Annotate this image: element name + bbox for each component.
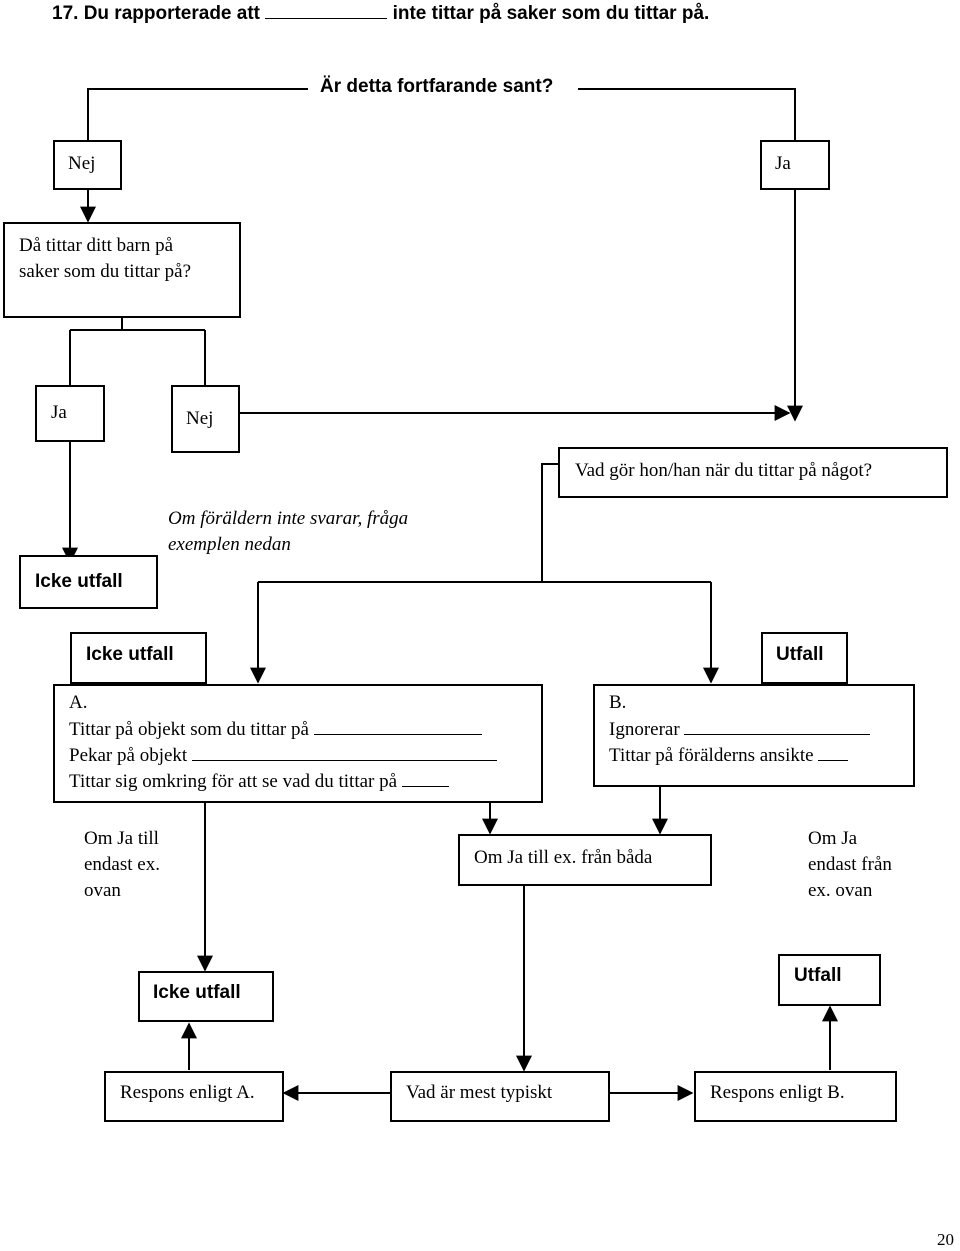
note-line1: Om föräldern inte svarar, fråga	[168, 508, 409, 529]
examples-box-b: B. Ignorerar Tittar på förälderns ansikt…	[593, 684, 915, 787]
icke-utfall-box-3: Icke utfall	[138, 971, 274, 1022]
box-b-item1-text: Ignorerar	[609, 719, 680, 740]
question-what-does-child-do: Vad gör hon/han när du tittar på något?	[575, 460, 873, 481]
nej-label-2: Nej	[186, 408, 214, 429]
box-a-item3-blank	[401, 768, 449, 787]
question-what-does-child-do-box: Vad gör hon/han när du tittar på något?	[558, 447, 948, 498]
question-header: 17. Du rapporterade att inte tittar på s…	[52, 0, 709, 27]
icke-utfall-label-2: Icke utfall	[86, 644, 174, 665]
connector-q3-left	[541, 463, 558, 582]
om-ja-b-line3: ex. ovan	[808, 880, 873, 901]
question-child-looks-line1: Då tittar ditt barn på	[19, 235, 174, 256]
page-number: 20	[937, 1230, 954, 1249]
nej-box-1: Nej	[53, 140, 122, 190]
box-a-item2-blank	[191, 742, 497, 761]
icke-utfall-box-1: Icke utfall	[19, 555, 158, 609]
box-b-item1-blank	[684, 716, 871, 735]
box-a-item1-blank	[313, 716, 482, 735]
note-line2: exemplen nedan	[168, 534, 291, 555]
vad-typiskt-box: Vad är mest typiskt	[390, 1071, 610, 1122]
nej-box-2: Nej	[171, 385, 240, 453]
om-ja-b-line1: Om Ja	[808, 828, 858, 849]
box-a-item1: Tittar på objekt som du tittar på	[69, 716, 482, 743]
connector-q1-left	[87, 88, 308, 140]
om-ja-a-line2: endast ex.	[84, 854, 160, 875]
respons-a-box: Respons enligt A.	[104, 1071, 284, 1122]
box-b-label: B.	[609, 692, 627, 713]
question-child-looks-box: Då tittar ditt barn på saker som du titt…	[3, 222, 241, 318]
om-ja-both-box: Om Ja till ex. från båda	[458, 834, 712, 886]
examples-box-a: A. Tittar på objekt som du tittar på Pek…	[53, 684, 543, 803]
box-b-item2: Tittar på förälderns ansikte	[609, 742, 849, 769]
question-rest-text: inte tittar på saker som du tittar på.	[392, 3, 710, 24]
om-ja-both-label: Om Ja till ex. från båda	[474, 847, 653, 868]
box-b-item2-blank	[818, 742, 849, 761]
box-a-item2-text: Pekar på objekt	[69, 745, 188, 766]
icke-utfall-box-2: Icke utfall	[70, 632, 207, 684]
question-still-true: Är detta fortfarande sant?	[320, 76, 554, 97]
box-b-item2-text: Tittar på förälderns ansikte	[609, 745, 814, 766]
utfall-label-2: Utfall	[794, 965, 842, 986]
box-a-label: A.	[69, 692, 88, 713]
om-ja-b-line2: endast från	[808, 854, 892, 875]
icke-utfall-label-1: Icke utfall	[35, 571, 123, 592]
icke-utfall-label-3: Icke utfall	[153, 982, 241, 1003]
connector-q1-right	[578, 88, 796, 140]
question-number-text: 17. Du rapporterade att	[52, 3, 260, 24]
om-ja-a-line1: Om Ja till	[84, 828, 159, 849]
utfall-label-1: Utfall	[776, 644, 824, 665]
box-a-item1-text: Tittar på objekt som du tittar på	[69, 719, 309, 740]
ja-box-2: Ja	[35, 385, 105, 442]
question-child-looks-line2: saker som du tittar på?	[19, 261, 192, 282]
box-a-item3-text: Tittar sig omkring för att se vad du tit…	[69, 771, 398, 792]
utfall-box-2: Utfall	[778, 954, 881, 1006]
utfall-box-1: Utfall	[761, 632, 848, 684]
respons-b-box: Respons enligt B.	[694, 1071, 897, 1122]
box-a-item2: Pekar på objekt	[69, 742, 497, 769]
om-ja-a-line3: ovan	[84, 880, 121, 901]
ja-label-2: Ja	[51, 402, 67, 423]
respons-a-label: Respons enligt A.	[120, 1082, 255, 1103]
ja-box-1: Ja	[760, 140, 830, 190]
nej-label-1: Nej	[68, 153, 96, 174]
vad-typiskt-label: Vad är mest typiskt	[406, 1082, 553, 1103]
box-b-item1: Ignorerar	[609, 716, 871, 743]
question-blank	[265, 0, 388, 19]
box-a-item3: Tittar sig omkring för att se vad du tit…	[69, 768, 449, 795]
respons-b-label: Respons enligt B.	[710, 1082, 845, 1103]
ja-label-1: Ja	[775, 153, 791, 174]
